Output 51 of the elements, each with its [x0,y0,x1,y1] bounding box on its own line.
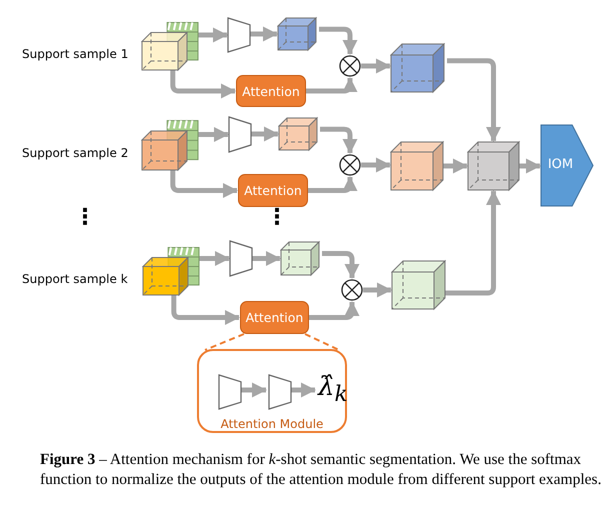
arrow [250,26,278,42]
feature-cube [142,118,198,170]
feature-cube [142,20,198,70]
connector-line [304,333,340,351]
feature-cube [391,142,443,190]
attention-box: Attention [240,301,309,334]
arrow [445,190,501,296]
arrow [309,301,360,320]
encoder-trapezoid [219,375,241,409]
arrow [447,58,501,142]
arrow [252,251,281,266]
arrow [361,158,391,172]
sample-label: Support sample 2 [22,146,128,160]
multiply-circle [339,154,361,176]
feature-cube [391,44,444,92]
output-block: IOM [541,125,593,206]
feature-cube [143,245,199,295]
ellipsis-mark: ⋮ [74,206,96,230]
sample-label: Support sample k [22,272,128,286]
arrow [306,77,358,94]
sample-label: Support sample 1 [22,47,128,61]
attention-box: Attention [238,174,308,207]
feature-cube [468,142,519,190]
arrow [199,251,230,266]
arrow [322,251,360,279]
ellipsis-mark: ⋮ [266,206,288,230]
arrow [251,126,279,142]
arrow [363,282,392,298]
multiply-circle [339,55,361,77]
arrow [198,28,228,42]
arrow [320,126,358,154]
arrow [319,26,358,55]
encoder-trapezoid [230,241,252,276]
arrow [443,158,468,174]
encoder-trapezoid [269,375,291,409]
arrow [519,158,541,174]
module-title: Attention Module [220,417,324,431]
arrow [308,176,358,193]
encoder-trapezoid [228,18,250,52]
feature-cube [279,118,317,150]
feature-cube [278,18,316,50]
module-panel [197,349,347,433]
attention-box: Attention [236,75,306,107]
multiply-circle [341,279,363,301]
feature-cube [281,242,319,275]
figure-caption: Figure 3 – Attention mechanism for k-shot semantic segmentation. We use the softmax function to normalize the outputs of the attention module from different support examples. [40,450,602,490]
arrow [198,127,229,142]
encoder-trapezoid [229,117,251,152]
feature-cube [392,261,445,309]
arrow [361,58,391,74]
connector-line [204,333,244,351]
